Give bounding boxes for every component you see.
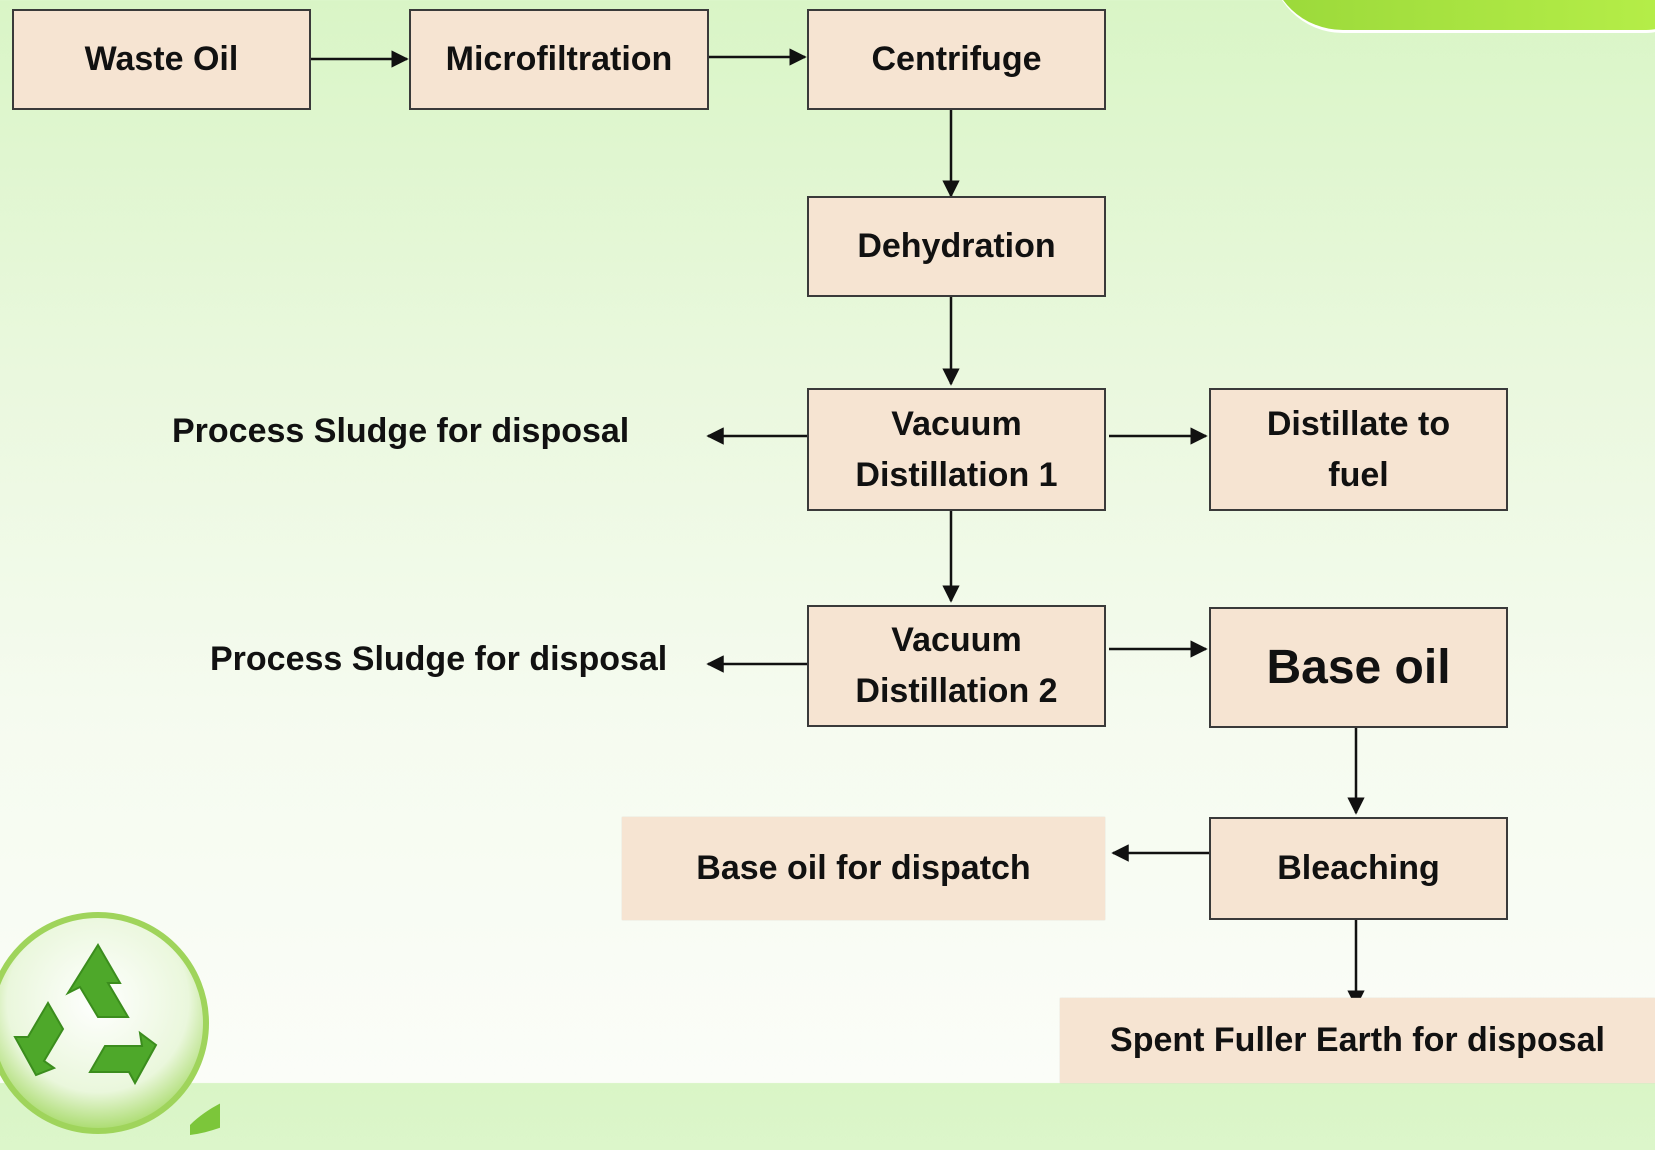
node-base-oil: Base oil [1209, 607, 1508, 728]
node-vd2-label-line2: Distillation 2 [855, 672, 1058, 710]
node-spent-fuller-earth: Spent Fuller Earth for disposal [1060, 998, 1655, 1083]
node-centrifuge: Centrifuge [807, 9, 1106, 110]
node-vd2-label-line1: Vacuum [891, 621, 1022, 659]
node-distillate-label-line1: Distillate to [1266, 404, 1451, 443]
node-waste-oil: Waste Oil [12, 9, 311, 110]
node-vacuum-distillation-2: Vacuum Distillation 2 [807, 605, 1106, 727]
node-dispatch-label: Base oil for dispatch [696, 849, 1031, 887]
top-leaf-decoration [1270, 0, 1655, 33]
node-dehydration-label: Dehydration [857, 227, 1056, 265]
node-distillate-to-fuel: Distillate to fuel [1209, 388, 1508, 511]
node-waste-oil-label: Waste Oil [84, 40, 239, 78]
node-base-oil-for-dispatch: Base oil for dispatch [622, 817, 1105, 920]
flow-arrows [311, 48, 1365, 1008]
node-vd1-label-line2: Distillation 1 [855, 455, 1058, 494]
node-spent-label: Spent Fuller Earth for disposal [1110, 1021, 1605, 1059]
recycle-icon [0, 895, 290, 1145]
output-sludge-2: Process Sludge for disposal [210, 640, 668, 678]
node-bleaching: Bleaching [1209, 817, 1508, 920]
node-microfiltration: Microfiltration [409, 9, 709, 110]
node-vacuum-distillation-1: Vacuum Distillation 1 [807, 388, 1106, 511]
node-bleaching-label: Bleaching [1277, 849, 1440, 887]
node-microfiltration-label: Microfiltration [445, 40, 673, 78]
node-distillate-label-line2: fuel [1328, 455, 1389, 494]
node-base-oil-label: Base oil [1266, 640, 1451, 694]
node-dehydration: Dehydration [807, 196, 1106, 297]
node-centrifuge-label: Centrifuge [871, 40, 1042, 78]
leaf-icon [190, 1080, 290, 1135]
node-vd1-label-line1: Vacuum [891, 404, 1022, 443]
output-sludge-1: Process Sludge for disposal [172, 412, 630, 450]
